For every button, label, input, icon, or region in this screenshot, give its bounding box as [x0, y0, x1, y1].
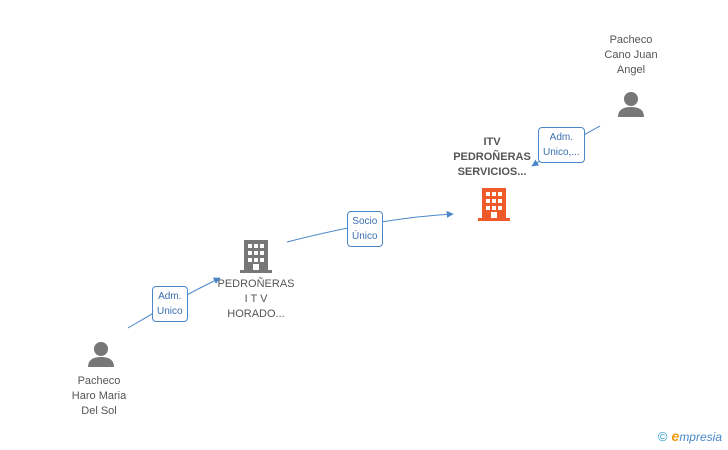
- copyright-symbol: ©: [657, 428, 668, 444]
- company-mid-building-icon[interactable]: [240, 238, 272, 279]
- company-main-building-icon[interactable]: [478, 186, 510, 227]
- edge-label-bottom[interactable]: Adm. Unico: [152, 286, 188, 322]
- brand-logo: empresia: [671, 428, 722, 444]
- company-mid-name: PEDROÑERAS I T V HORADO...: [217, 278, 295, 320]
- company-main-name: ITV PEDROÑERAS SERVICIOS...: [453, 136, 531, 178]
- person-bottom-name: Pacheco Haro Maria Del Sol: [71, 375, 127, 417]
- person-bottom-icon[interactable]: [86, 340, 116, 373]
- edge-label-top[interactable]: Adm. Unico,...: [538, 127, 585, 163]
- edge-label-middle[interactable]: Socio Único: [347, 211, 383, 247]
- brand-watermark: © empresia: [658, 428, 722, 444]
- person-top-icon[interactable]: [616, 90, 646, 123]
- person-top-name: Pacheco Cano Juan Angel: [604, 34, 658, 76]
